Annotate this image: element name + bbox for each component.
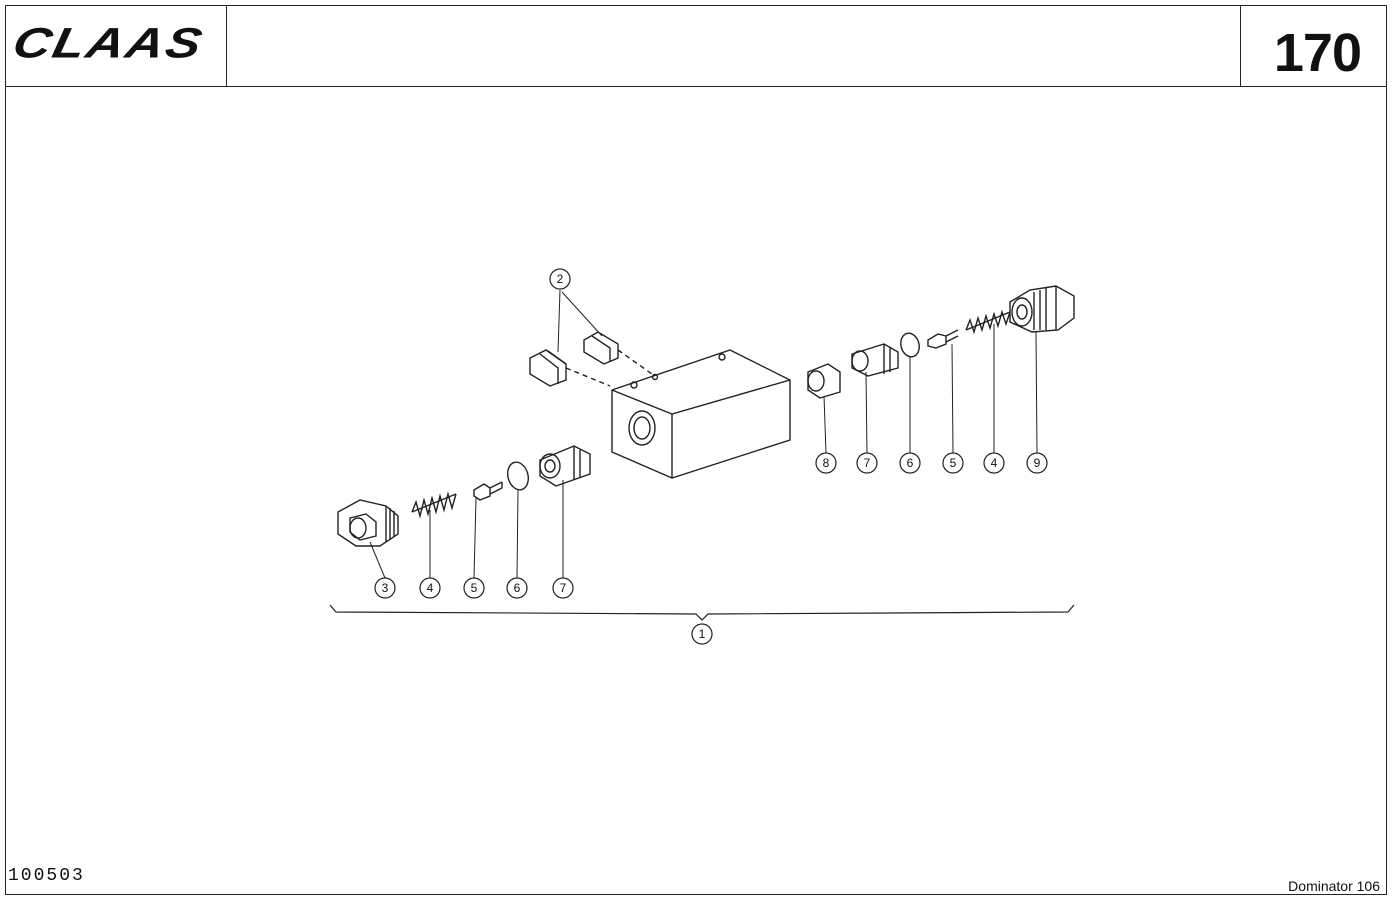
- callout-3: 3: [374, 577, 396, 599]
- svg-text:8: 8: [823, 456, 830, 470]
- assembly-bracket: [329, 604, 1075, 621]
- callout-6-left: 6: [506, 577, 528, 599]
- svg-text:7: 7: [560, 581, 567, 595]
- callout-8: 8: [815, 452, 837, 474]
- svg-text:4: 4: [427, 581, 434, 595]
- callout-7-right: 7: [856, 452, 878, 474]
- spring-4-left: [411, 491, 457, 519]
- callout-5-left: 5: [463, 577, 485, 599]
- svg-text:6: 6: [907, 456, 914, 470]
- svg-text:9: 9: [1034, 456, 1041, 470]
- plug-9: [1009, 285, 1075, 333]
- sleeve-8: [807, 363, 841, 399]
- svg-text:7: 7: [864, 456, 871, 470]
- callout-5-right: 5: [942, 452, 964, 474]
- svg-text:1: 1: [699, 627, 706, 641]
- page-number-box: 170: [1240, 5, 1387, 86]
- logo-box: CLAAS: [5, 5, 227, 86]
- leader-lines: [369, 289, 1038, 579]
- svg-text:2: 2: [557, 272, 564, 286]
- callout-2: 2: [549, 268, 571, 290]
- svg-text:5: 5: [950, 456, 957, 470]
- pin-5-left: [473, 481, 503, 501]
- spring-4-right: [965, 309, 1011, 335]
- fitting-2a: [529, 349, 611, 387]
- callout-6-right: 6: [899, 452, 921, 474]
- plug-3: [337, 499, 399, 547]
- valve-seat-7-left: [539, 445, 591, 487]
- o-ring-6-left: [506, 461, 530, 491]
- callout-7-left: 7: [552, 577, 574, 599]
- callout-9: 9: [1026, 452, 1048, 474]
- document-number: 100503: [8, 866, 85, 886]
- callout-4-right: 4: [983, 452, 1005, 474]
- callout-4-left: 4: [419, 577, 441, 599]
- o-ring-6-right: [900, 332, 920, 358]
- svg-text:5: 5: [471, 581, 478, 595]
- model-name: Dominator 106: [1288, 878, 1380, 894]
- svg-text:3: 3: [382, 581, 389, 595]
- fitting-2b: [583, 331, 653, 375]
- svg-text:6: 6: [514, 581, 521, 595]
- page-number: 170: [1273, 23, 1362, 83]
- valve-block: [611, 349, 791, 479]
- page-frame: [5, 5, 1387, 895]
- svg-text:4: 4: [991, 456, 998, 470]
- pin-5-right: [927, 329, 959, 349]
- valve-seat-7-right: [851, 343, 899, 377]
- header-divider: [5, 86, 1387, 87]
- callout-1: 1: [691, 623, 713, 645]
